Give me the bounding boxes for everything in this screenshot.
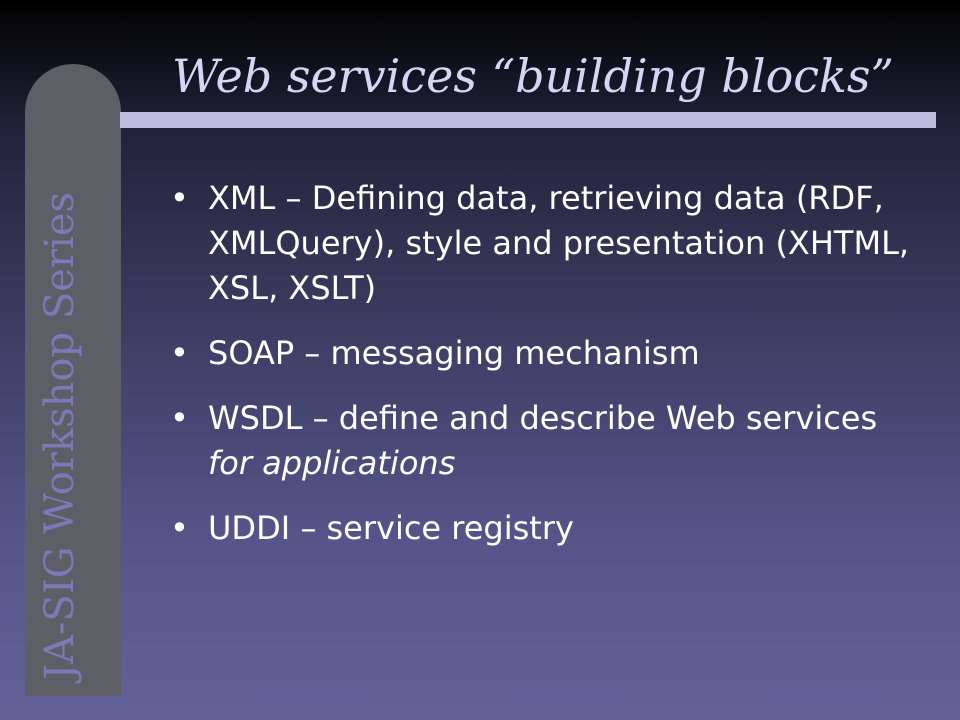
bullet-item-uddi: • UDDI – service registry [170,506,910,551]
bullet-text: SOAP – messaging mechanism [208,334,700,372]
bullet-emphasis: for applications [208,444,456,482]
bullet-text: UDDI – service registry [208,509,574,547]
series-label: JA-SIG Workshop Series [37,191,83,680]
bullet-dot: • [170,399,189,437]
bullet-dot: • [170,509,189,547]
side-bar-decoration [25,64,121,696]
title-rule [120,112,936,128]
bullet-dot: • [170,179,189,217]
bullet-text: WSDL – define and describe Web services [208,399,878,437]
bullet-list: • XML – Defining data, retrieving data (… [170,176,910,571]
bullet-text: XML – Defining data, retrieving data (RD… [208,179,910,307]
bullet-dot: • [170,334,189,372]
slide-title: Web services “building blocks” [172,49,895,103]
bullet-item-xml: • XML – Defining data, retrieving data (… [170,176,910,311]
bullet-item-soap: • SOAP – messaging mechanism [170,331,910,376]
bullet-item-wsdl: • WSDL – define and describe Web service… [170,396,910,486]
